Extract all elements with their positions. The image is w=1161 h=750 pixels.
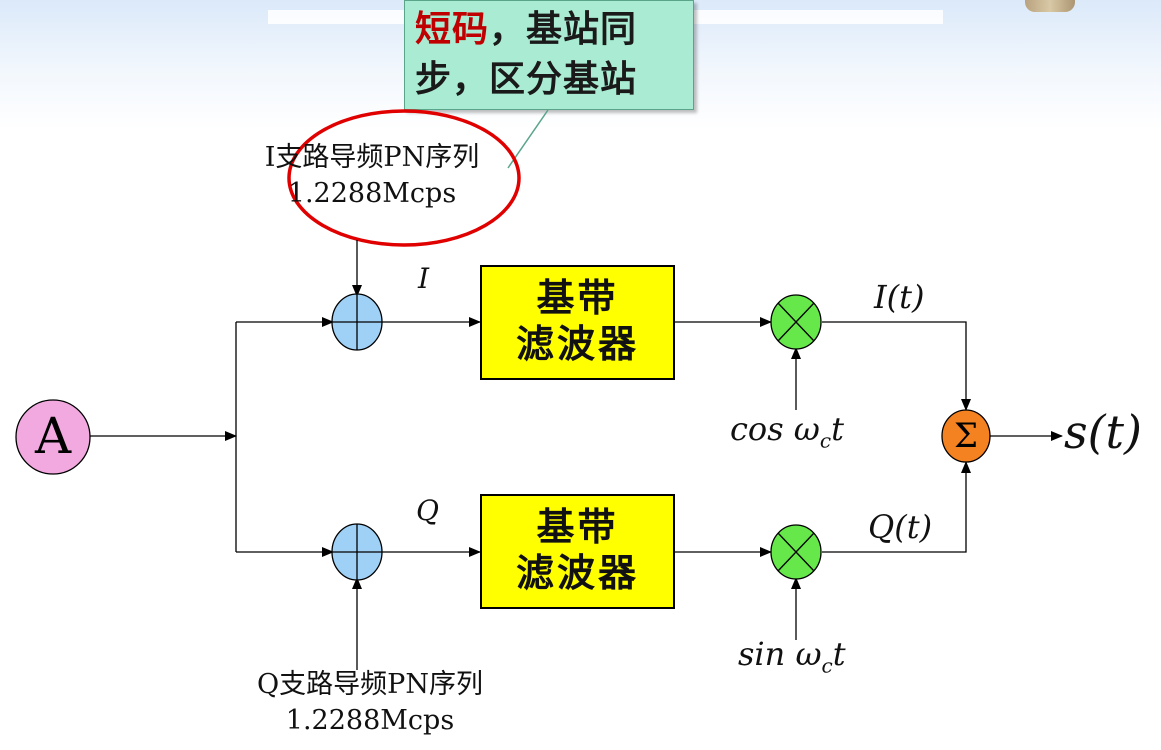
bottom-baseband-filter: 基带 滤波器 (480, 494, 675, 609)
cos-func: cos (730, 410, 784, 448)
i-t-to-summer-arrow (822, 321, 971, 411)
top-filter-line-1: 基带 (536, 276, 619, 320)
i-t-label: I(t) (874, 278, 925, 316)
output-label: s(t) (1064, 405, 1142, 459)
cos-omega: ω (793, 410, 820, 448)
cos-carrier-label: cos ωct (730, 410, 844, 452)
callout-highlight: 短码 (415, 9, 490, 50)
i-pn-label-line-1: I支路导频PN序列 (264, 142, 480, 173)
sin-carrier-label: sin ωct (738, 635, 846, 677)
i-branch-label: I (418, 262, 430, 295)
top-filter-line-2: 滤波器 (515, 322, 639, 366)
corner-decoration (1025, 0, 1075, 12)
q-t-to-summer-arrow (822, 461, 971, 553)
bottom-filter-line-1: 基带 (536, 505, 619, 549)
summer-symbol: Σ (953, 416, 979, 456)
q-pn-label: Q支路导频PN序列 1.2288Mcps (200, 667, 540, 739)
cos-t: t (831, 410, 844, 448)
top-baseband-filter: 基带 滤波器 (480, 265, 675, 380)
q-xor-adder (331, 523, 383, 581)
callout-line-1-rest: ，基站同 (489, 9, 638, 50)
q-mixer (770, 524, 822, 580)
i-pn-label: I支路导频PN序列 1.2288Mcps (212, 140, 532, 212)
sin-omega-sub: c (821, 653, 833, 678)
highlight-ellipse (287, 109, 521, 247)
summer-node (941, 409, 991, 463)
callout-line-2: 步，区分基站 (415, 59, 638, 100)
source-label: A (34, 407, 72, 465)
sin-omega: ω (795, 635, 822, 673)
sin-t: t (832, 635, 846, 673)
q-branch-label: Q (416, 494, 439, 527)
i-xor-adder (331, 293, 383, 351)
q-pn-label-line-2: 1.2288Mcps (285, 705, 455, 736)
q-t-label: Q(t) (868, 508, 933, 546)
bottom-filter-line-2: 滤波器 (515, 551, 639, 595)
q-pn-label-line-1: Q支路导频PN序列 (257, 669, 483, 700)
sin-func: sin (738, 635, 786, 673)
i-mixer (770, 294, 822, 350)
i-pn-label-line-2: 1.2288Mcps (287, 178, 457, 209)
callout-line-1: 短码，基站同 (415, 5, 683, 55)
source-node (15, 399, 91, 475)
callout-box: 短码，基站同 步，区分基站 (404, 0, 694, 110)
cos-omega-sub: c (819, 428, 832, 453)
